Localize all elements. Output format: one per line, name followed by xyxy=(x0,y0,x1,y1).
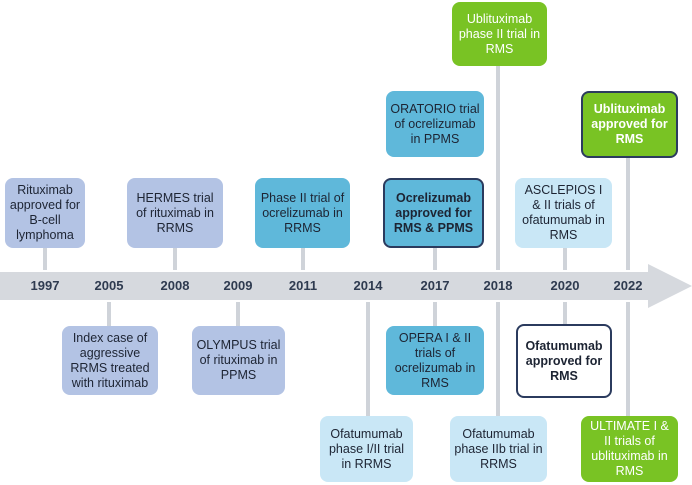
year-label-2009: 2009 xyxy=(223,278,253,293)
event-box-opera-trials: OPERA I & II trials of ocrelizumab in RM… xyxy=(386,326,484,395)
year-label-2022: 2022 xyxy=(613,278,643,293)
event-box-hermes-trial: HERMES trial of rituximab in RRMS xyxy=(127,178,223,248)
connector-1997-up xyxy=(43,248,47,270)
event-box-ublituximab-phase2: Ublituximab phase II trial in RMS xyxy=(452,2,547,66)
connector-2009-down xyxy=(236,302,240,326)
event-box-ofatumumab-approved: Ofatumumab approved for RMS xyxy=(516,324,612,398)
connector-2014-down xyxy=(366,302,370,416)
event-box-ocrelizumab-approved: Ocrelizumab approved for RMS & PPMS xyxy=(383,178,484,248)
connector-2005-down xyxy=(107,302,111,326)
connector-2018-up xyxy=(496,66,500,270)
event-box-oratorio-trial: ORATORIO trial of ocrelizumab in PPMS xyxy=(386,91,484,157)
event-box-index-case-rrms: Index case of aggressive RRMS treated wi… xyxy=(62,326,158,395)
connector-2022-down xyxy=(626,302,630,416)
connector-2022-up xyxy=(626,158,630,270)
connector-2011-up xyxy=(301,248,305,270)
connector-2017-down xyxy=(433,302,437,326)
timeline-arrow xyxy=(0,264,692,308)
event-box-ublituximab-approved: Ublituximab approved for RMS xyxy=(581,91,678,158)
connector-2020-up xyxy=(563,248,567,270)
year-label-1997: 1997 xyxy=(30,278,60,293)
connector-2017-up xyxy=(433,248,437,270)
event-box-olympus-trial: OLYMPUS trial of rituximab in PPMS xyxy=(192,326,285,395)
year-label-2020: 2020 xyxy=(550,278,580,293)
year-label-2005: 2005 xyxy=(94,278,124,293)
connector-2008-up xyxy=(173,248,177,270)
event-box-rituximab-approved-lymphoma: Rituximab approved for B-cell lymphoma xyxy=(5,178,85,248)
year-label-2011: 2011 xyxy=(288,278,318,293)
year-label-2017: 2017 xyxy=(420,278,450,293)
year-label-2008: 2008 xyxy=(160,278,190,293)
year-label-2018: 2018 xyxy=(483,278,513,293)
connector-2020-down xyxy=(563,302,567,324)
year-label-2014: 2014 xyxy=(353,278,383,293)
event-box-ofatumumab-phase1-2: Ofatumumab phase I/II trial in RRMS xyxy=(320,416,413,482)
event-box-ultimate-trials: ULTIMATE I & II trials of ublituximab in… xyxy=(581,416,678,482)
event-box-ofatumumab-phase2b: Ofatumumab phase IIb trial in RRMS xyxy=(450,416,547,482)
event-box-ocrelizumab-phase2: Phase II trial of ocrelizumab in RRMS xyxy=(255,178,350,248)
event-box-asclepios-trials: ASCLEPIOS I & II trials of ofatumumab in… xyxy=(515,178,612,248)
connector-2018-down xyxy=(496,302,500,416)
